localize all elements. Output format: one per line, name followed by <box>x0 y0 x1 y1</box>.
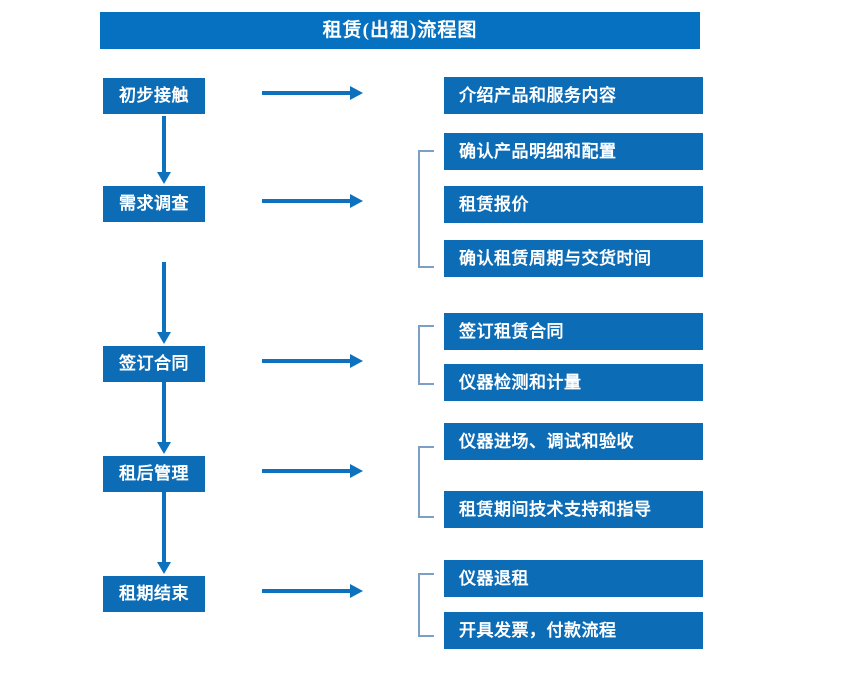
task-box-5-2[interactable]: 开具发票，付款流程 <box>444 612 703 649</box>
arrow-shaft <box>262 359 352 363</box>
arrow-shaft <box>262 199 352 203</box>
arrow-head <box>157 442 171 454</box>
arrow-shaft <box>162 262 166 332</box>
arrow-head <box>350 584 363 598</box>
arrow-shaft <box>262 589 352 593</box>
arrow-right-5 <box>262 584 363 598</box>
stage-box-3[interactable]: 签订合同 <box>103 346 205 382</box>
task-box-2-2[interactable]: 租赁报价 <box>444 186 703 223</box>
group-bracket-3 <box>418 325 434 385</box>
task-box-4-2[interactable]: 租赁期间技术支持和指导 <box>444 491 703 528</box>
arrow-shaft <box>262 91 352 95</box>
group-bracket-2 <box>418 150 434 268</box>
arrow-head <box>157 562 171 574</box>
arrow-right-4 <box>262 464 363 478</box>
arrow-down-3 <box>157 382 171 454</box>
arrow-down-2 <box>157 262 171 344</box>
arrow-head <box>157 332 171 344</box>
group-bracket-4 <box>418 446 434 518</box>
group-bracket-5 <box>418 573 434 637</box>
arrow-head <box>350 354 363 368</box>
arrow-shaft <box>162 382 166 442</box>
task-box-5-1[interactable]: 仪器退租 <box>444 560 703 597</box>
arrow-head <box>157 172 171 184</box>
arrow-down-4 <box>157 492 171 574</box>
arrow-shaft <box>162 116 166 172</box>
arrow-right-3 <box>262 354 363 368</box>
arrow-right-2 <box>262 194 363 208</box>
task-box-4-1[interactable]: 仪器进场、调试和验收 <box>444 423 703 460</box>
arrow-head <box>350 86 363 100</box>
task-box-2-3[interactable]: 确认租赁周期与交货时间 <box>444 240 703 277</box>
stage-box-2[interactable]: 需求调查 <box>103 186 205 222</box>
arrow-shaft <box>262 469 352 473</box>
stage-box-4[interactable]: 租后管理 <box>103 456 205 492</box>
task-box-3-2[interactable]: 仪器检测和计量 <box>444 364 703 401</box>
stage-box-1[interactable]: 初步接触 <box>103 78 205 114</box>
arrow-head <box>350 194 363 208</box>
arrow-right-1 <box>262 86 363 100</box>
task-box-2-1[interactable]: 确认产品明细和配置 <box>444 133 703 170</box>
task-box-3-1[interactable]: 签订租赁合同 <box>444 313 703 350</box>
arrow-head <box>350 464 363 478</box>
page-title: 租赁(出租)流程图 <box>100 12 700 49</box>
arrow-down-1 <box>157 116 171 184</box>
arrow-shaft <box>162 492 166 562</box>
stage-box-5[interactable]: 租期结束 <box>103 576 205 612</box>
task-box-1-1[interactable]: 介绍产品和服务内容 <box>444 77 703 114</box>
